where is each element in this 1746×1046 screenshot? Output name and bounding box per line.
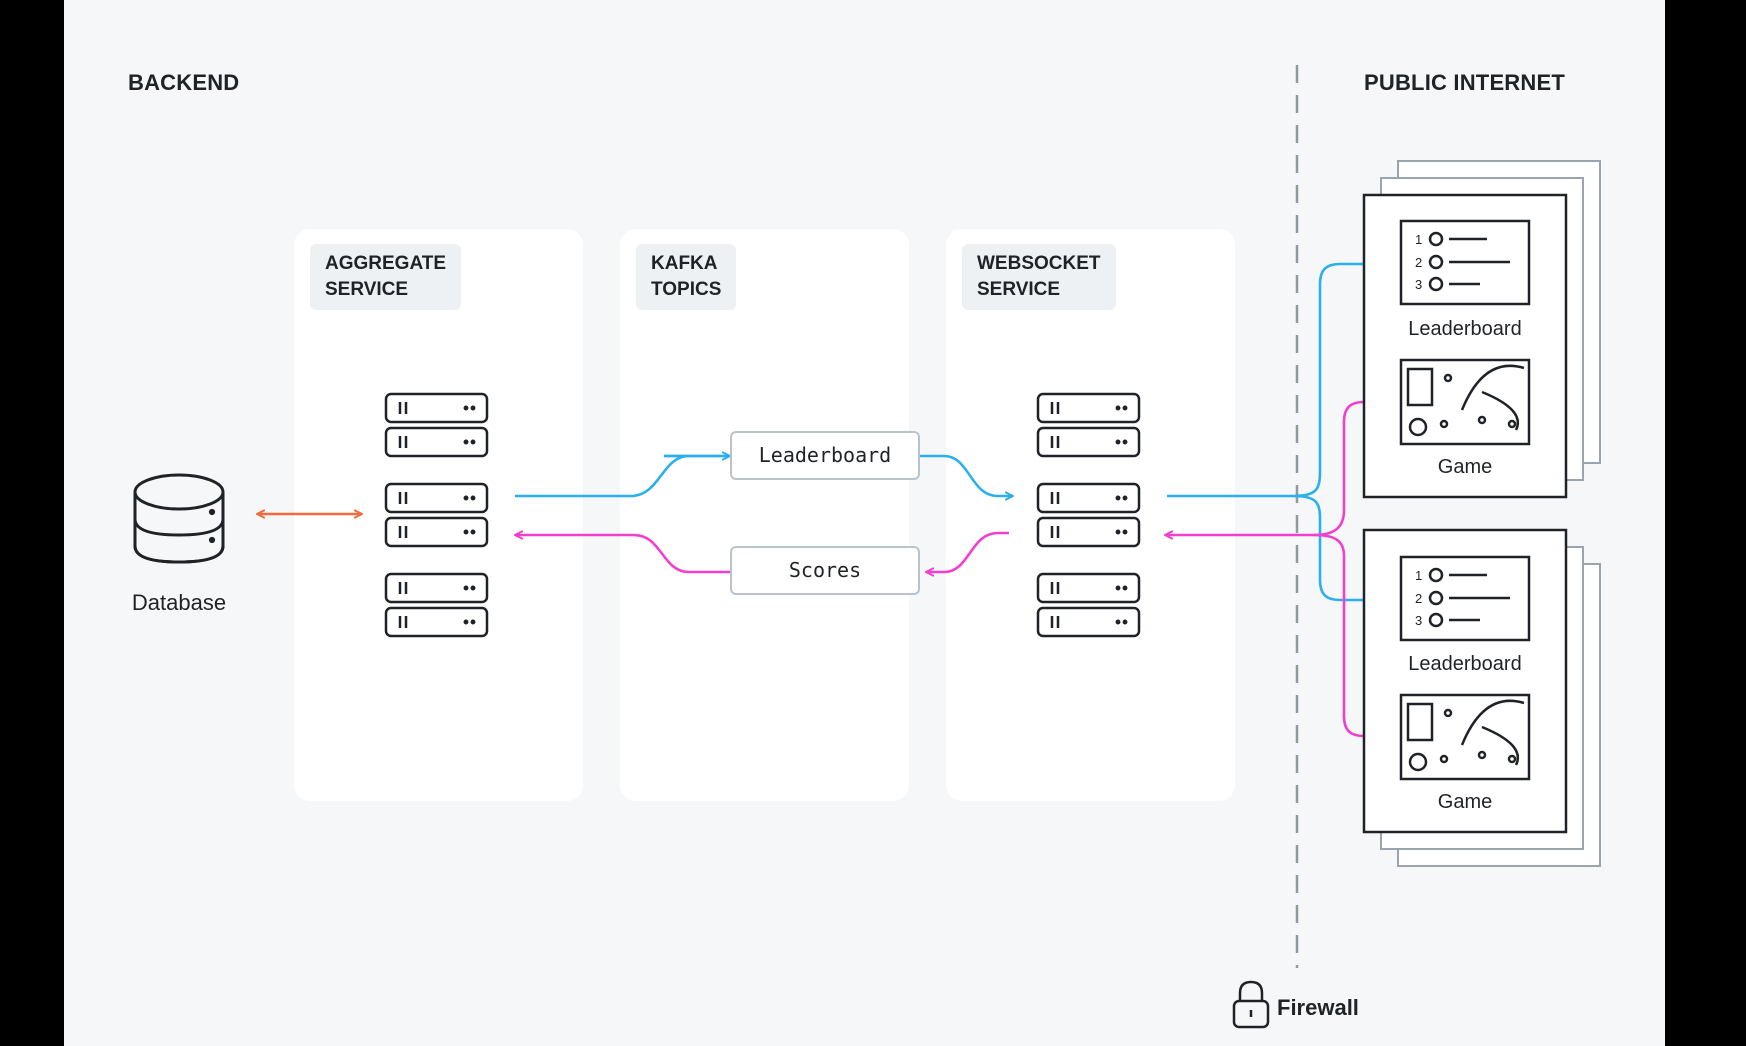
client2-game-to-websocket-arrow	[1313, 533, 1453, 738]
client1-game-to-websocket-arrow	[1165, 400, 1453, 535]
kafka-topics-chip: KAFKA TOPICS	[636, 244, 737, 310]
websocket-to-client2-leaderboard-arrow	[1293, 494, 1454, 600]
client1-game-icon	[1399, 358, 1531, 446]
client2-device-stack	[1362, 528, 1601, 867]
leaderboard-topic-to-websocket-arrow	[920, 454, 1013, 496]
kafka-topics-title-line1: KAFKA	[651, 253, 718, 274]
client2-rank-1: 1	[1415, 568, 1422, 583]
websocket-to-scores-topic-arrow	[926, 531, 1009, 572]
firewall-label: Firewall	[1277, 995, 1359, 1020]
client1-rank-2: 2	[1415, 255, 1422, 270]
websocket-service-chip: WEBSOCKET SERVICE	[962, 244, 1116, 310]
diagram-canvas: 1 2 3 1 2 3 BACKEND PUBLIC INTERNET AGGR…	[64, 0, 1665, 1046]
database-icon	[133, 473, 225, 564]
websocket-to-client1-leaderboard-arrow	[1167, 264, 1454, 498]
aggregate-service-title-line1: AGGREGATE	[325, 253, 447, 274]
lock-icon	[1232, 980, 1270, 1029]
aggregate-server-icon	[384, 392, 489, 638]
client1-rank-1: 1	[1415, 232, 1422, 247]
client2-game-label: Game	[1437, 791, 1493, 813]
websocket-service-title-line2: SERVICE	[977, 279, 1061, 300]
kafka-topics-title-line2: TOPICS	[651, 279, 722, 300]
diagram-graphics: 1 2 3 1 2 3	[133, 65, 1601, 1029]
client2-game-icon	[1399, 693, 1531, 781]
aggregate-service-chip: AGGREGATE SERVICE	[310, 244, 462, 310]
client1-device-stack	[1362, 160, 1601, 499]
websocket-service-title-line1: WEBSOCKET	[977, 253, 1101, 274]
backend-heading: BACKEND	[128, 70, 240, 95]
client1-leaderboard-icon	[1399, 219, 1531, 306]
client2-rank-3: 3	[1415, 613, 1422, 628]
aggregate-service-title-line2: SERVICE	[325, 279, 409, 300]
client1-game-label: Game	[1437, 456, 1493, 478]
database-label: Database	[131, 590, 227, 615]
scores-topic-to-aggregate-arrow	[515, 535, 731, 574]
client2-rank-2: 2	[1415, 591, 1422, 606]
client1-rank-3: 3	[1415, 277, 1422, 292]
client1-leaderboard-label: Leaderboard	[1408, 318, 1522, 340]
websocket-server-icon	[1036, 392, 1141, 638]
websocket-service-panel	[946, 229, 1235, 801]
public-internet-heading: PUBLIC INTERNET	[1364, 70, 1565, 95]
client2-leaderboard-icon	[1399, 555, 1531, 642]
kafka-topics-panel	[620, 229, 909, 801]
scores-topic[interactable]: Scores	[730, 546, 920, 595]
leaderboard-topic[interactable]: Leaderboard	[730, 431, 920, 480]
aggregate-to-leaderboard-topic-arrow	[515, 454, 730, 498]
client2-leaderboard-label: Leaderboard	[1408, 653, 1522, 675]
